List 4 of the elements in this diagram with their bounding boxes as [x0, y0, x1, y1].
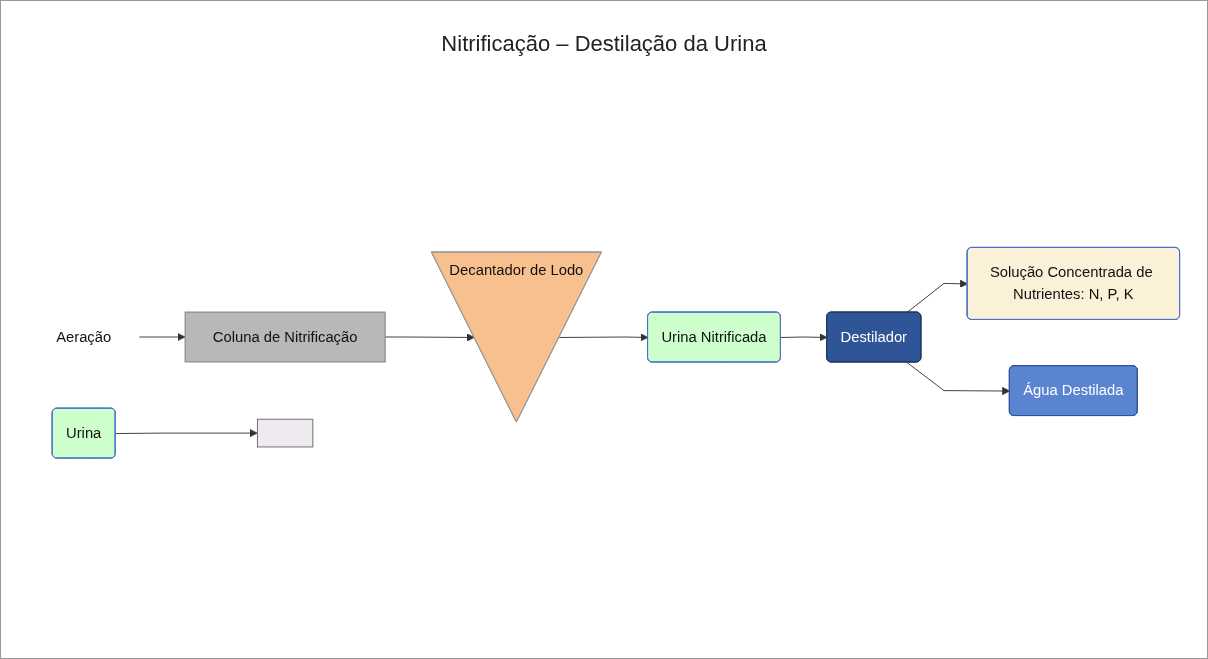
- node-box: [256, 418, 314, 448]
- node-box: Coluna de Nitrificação: [184, 311, 386, 363]
- diagram-title: Nitrificação – Destilação da Urina: [441, 31, 767, 57]
- node-text: Aeração: [56, 328, 112, 345]
